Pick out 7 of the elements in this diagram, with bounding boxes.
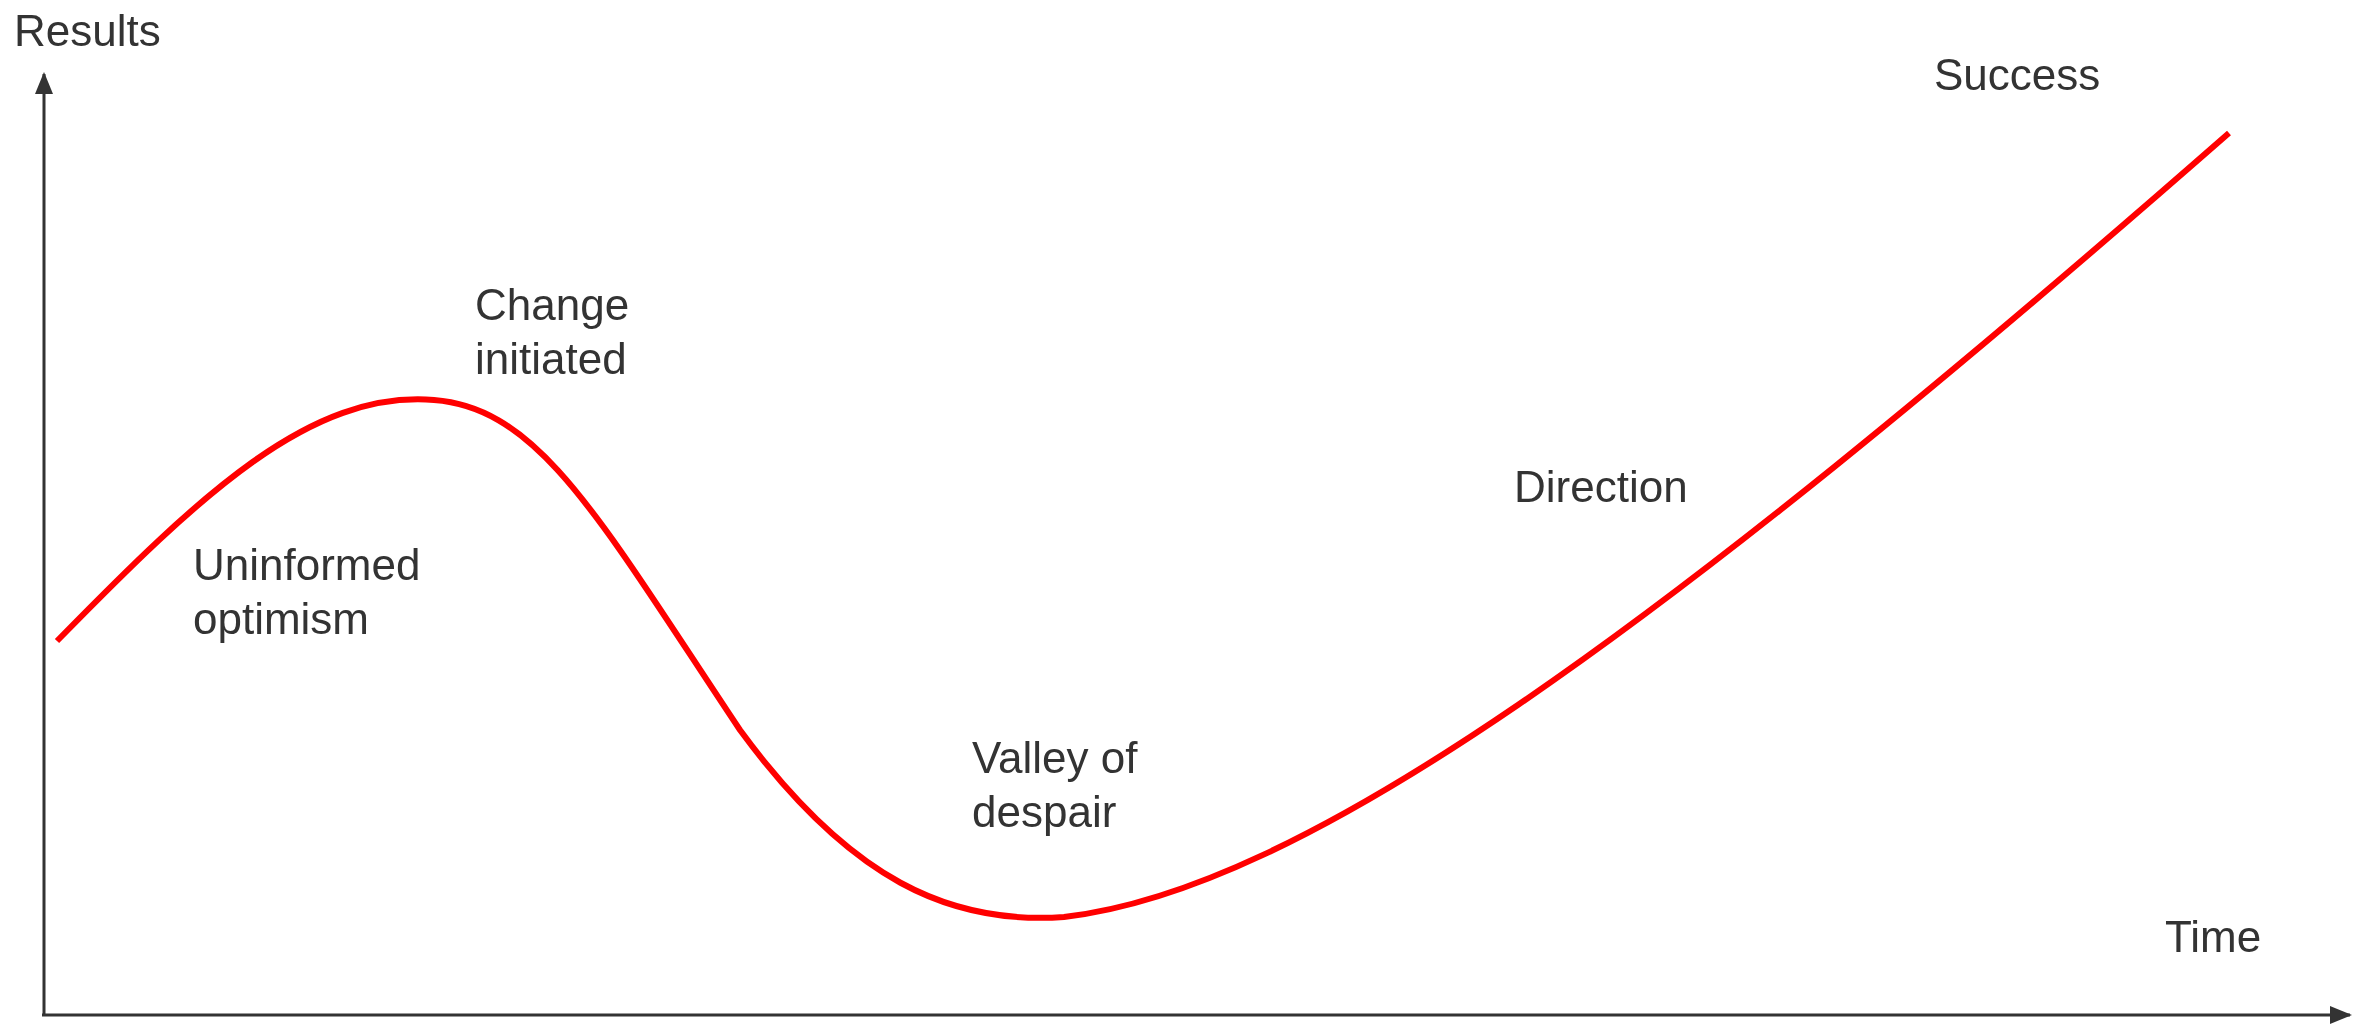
- stage-label: Change initiated: [475, 279, 631, 385]
- stage-label: Valley of despair: [972, 732, 1139, 838]
- stage-label: Direction: [1514, 461, 1688, 513]
- stage-label: Success: [1934, 49, 2101, 101]
- axis-label: Time: [2165, 911, 2262, 963]
- stage-label: Uninformed optimism: [193, 539, 422, 645]
- axis-label: Results: [14, 5, 161, 57]
